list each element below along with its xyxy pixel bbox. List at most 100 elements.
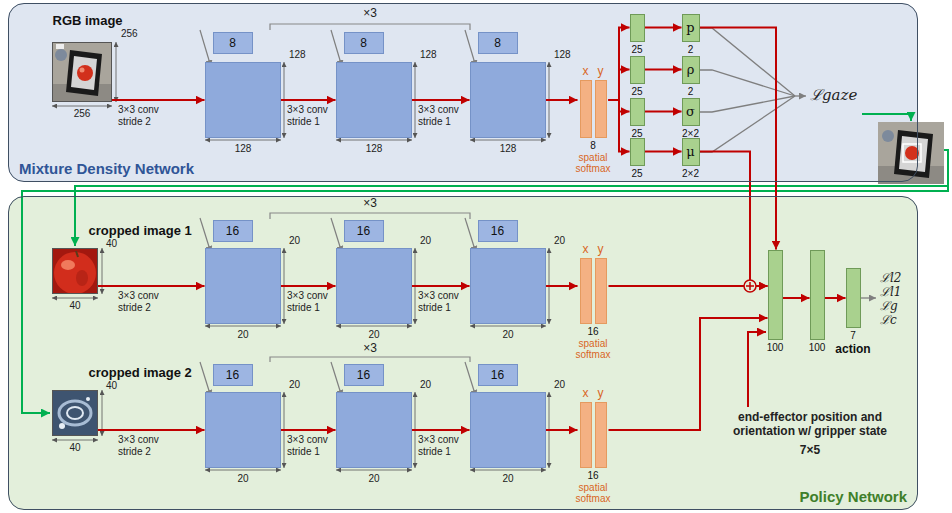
panel-fill <box>8 196 918 510</box>
channel-box: 16 <box>344 364 384 386</box>
size-label: 2×2 <box>682 168 699 179</box>
depth-arrow <box>200 30 476 397</box>
dimension-label: 20 <box>237 329 248 340</box>
data-flow-arrow <box>98 429 205 431</box>
softmax-bar <box>595 258 607 324</box>
dimension-label: 256 <box>74 108 91 119</box>
feature-map <box>470 248 546 324</box>
data-flow-arrow <box>112 99 205 101</box>
data-flow-arrow <box>645 69 682 71</box>
dimension-label: 20 <box>368 473 379 484</box>
state-wire <box>748 332 766 407</box>
channel-box: 16 <box>478 364 518 386</box>
conv-label: 3×3 conv stride 2 <box>118 434 174 458</box>
feature-map <box>205 248 281 324</box>
dimension-label: 20 <box>368 329 379 340</box>
data-flow-arrow <box>700 28 777 250</box>
softmax-caption: spatial softmax <box>568 152 618 174</box>
loss-label: ℒl1 <box>880 285 901 299</box>
softmax-bar <box>580 80 592 138</box>
conv-label: 3×3 conv stride 1 <box>287 104 335 128</box>
conv-label: 3×3 conv stride 2 <box>118 290 174 314</box>
repeat-label: ×3 <box>363 7 377 20</box>
softmax-bar <box>580 258 592 324</box>
channel-count: 16 <box>220 221 246 241</box>
softmax-bar <box>580 402 592 468</box>
channel-count: 16 <box>587 470 598 481</box>
sum-symbol <box>744 280 756 292</box>
channel-count: 16 <box>351 365 377 385</box>
conv-layer: 8 <box>470 32 546 138</box>
channel-box: 16 <box>213 220 253 242</box>
fc-layer: 100 <box>768 250 783 340</box>
dimension-label: 20 <box>289 235 300 246</box>
size-label: 2 <box>688 44 694 55</box>
channel-box: 8 <box>344 32 384 54</box>
network-panel: Policy Networkcropped image 1161616xy16s… <box>8 196 918 510</box>
loss-label: ℒg <box>880 299 898 313</box>
spatial-softmax: xy16spatial softmax <box>578 242 609 324</box>
loss-label: ℒc <box>880 313 897 327</box>
channel-count: 16 <box>485 365 511 385</box>
conv-label: 3×3 conv stride 2 <box>118 104 174 128</box>
conv-label: 3×3 conv stride 1 <box>418 290 468 314</box>
channel-count: 8 <box>590 140 596 151</box>
data-flow-arrow <box>645 111 682 113</box>
conv-layer: 16 <box>470 220 546 324</box>
data-flow-arrow <box>98 285 205 287</box>
dimension-label: 20 <box>420 379 431 390</box>
data-flow-arrow <box>546 285 578 287</box>
data-flow-arrow <box>645 151 682 153</box>
output-layer: p2 <box>682 14 700 42</box>
conv-layer: 8 <box>336 32 412 138</box>
data-flow-arrow <box>281 429 336 431</box>
conv-label: 3×3 conv stride 1 <box>418 104 468 128</box>
dimension-label: 128 <box>366 143 383 154</box>
dimension-label: 20 <box>289 379 300 390</box>
conv-label: 3×3 conv stride 1 <box>418 434 468 458</box>
layer-symbol: σ <box>683 99 699 125</box>
dimension-label: 20 <box>554 235 565 246</box>
image-caption: cropped image 2 <box>89 365 192 380</box>
spatial-softmax: xy16spatial softmax <box>578 386 609 468</box>
output-layer: ρ2 <box>682 56 700 84</box>
input-label: end-effector position and orientation w/… <box>720 410 900 438</box>
channel-count: 16 <box>485 221 511 241</box>
crop-photo <box>52 248 98 294</box>
size-label: 25 <box>631 44 642 55</box>
data-flow-arrow <box>412 429 470 431</box>
dimension-label: 128 <box>554 49 571 60</box>
channel-count: 16 <box>351 221 377 241</box>
dimension-label: 20 <box>237 473 248 484</box>
size-label: 7 <box>850 330 856 341</box>
feature-map <box>470 62 546 138</box>
image-caption: RGB image <box>53 13 123 28</box>
network-panel: Mixture Density NetworkRGB image888xy8sp… <box>8 3 918 182</box>
channel-count: 8 <box>485 33 511 53</box>
size-label: action <box>835 342 870 356</box>
fc-layer: 25 <box>630 56 645 84</box>
loss-label: ℒl2 <box>880 271 901 285</box>
data-flow-arrow <box>546 99 578 101</box>
data-flow-arrow <box>825 297 846 299</box>
fc-layer: 25 <box>630 138 645 166</box>
dimension-label: 20 <box>554 379 565 390</box>
conv-layer: 16 <box>205 220 281 324</box>
layer-symbol: ρ <box>683 57 699 83</box>
fc-layer: 25 <box>630 14 645 42</box>
input-image: cropped image 1 <box>52 248 98 294</box>
crop-wire <box>22 114 948 413</box>
feature-map <box>470 392 546 468</box>
axis-letter: y <box>598 242 604 256</box>
fc-layer: 100 <box>810 250 825 340</box>
softmax-bar <box>595 402 607 468</box>
feature-map <box>336 248 412 324</box>
feature-map <box>336 62 412 138</box>
dimension-label: 40 <box>69 300 80 311</box>
conv-layer: 16 <box>470 364 546 468</box>
channel-count: 16 <box>587 326 598 337</box>
data-flow-arrow <box>412 99 470 101</box>
dimension-label: 256 <box>121 28 138 39</box>
dimension-label: 128 <box>235 143 252 154</box>
axis-letter: x <box>583 64 589 78</box>
